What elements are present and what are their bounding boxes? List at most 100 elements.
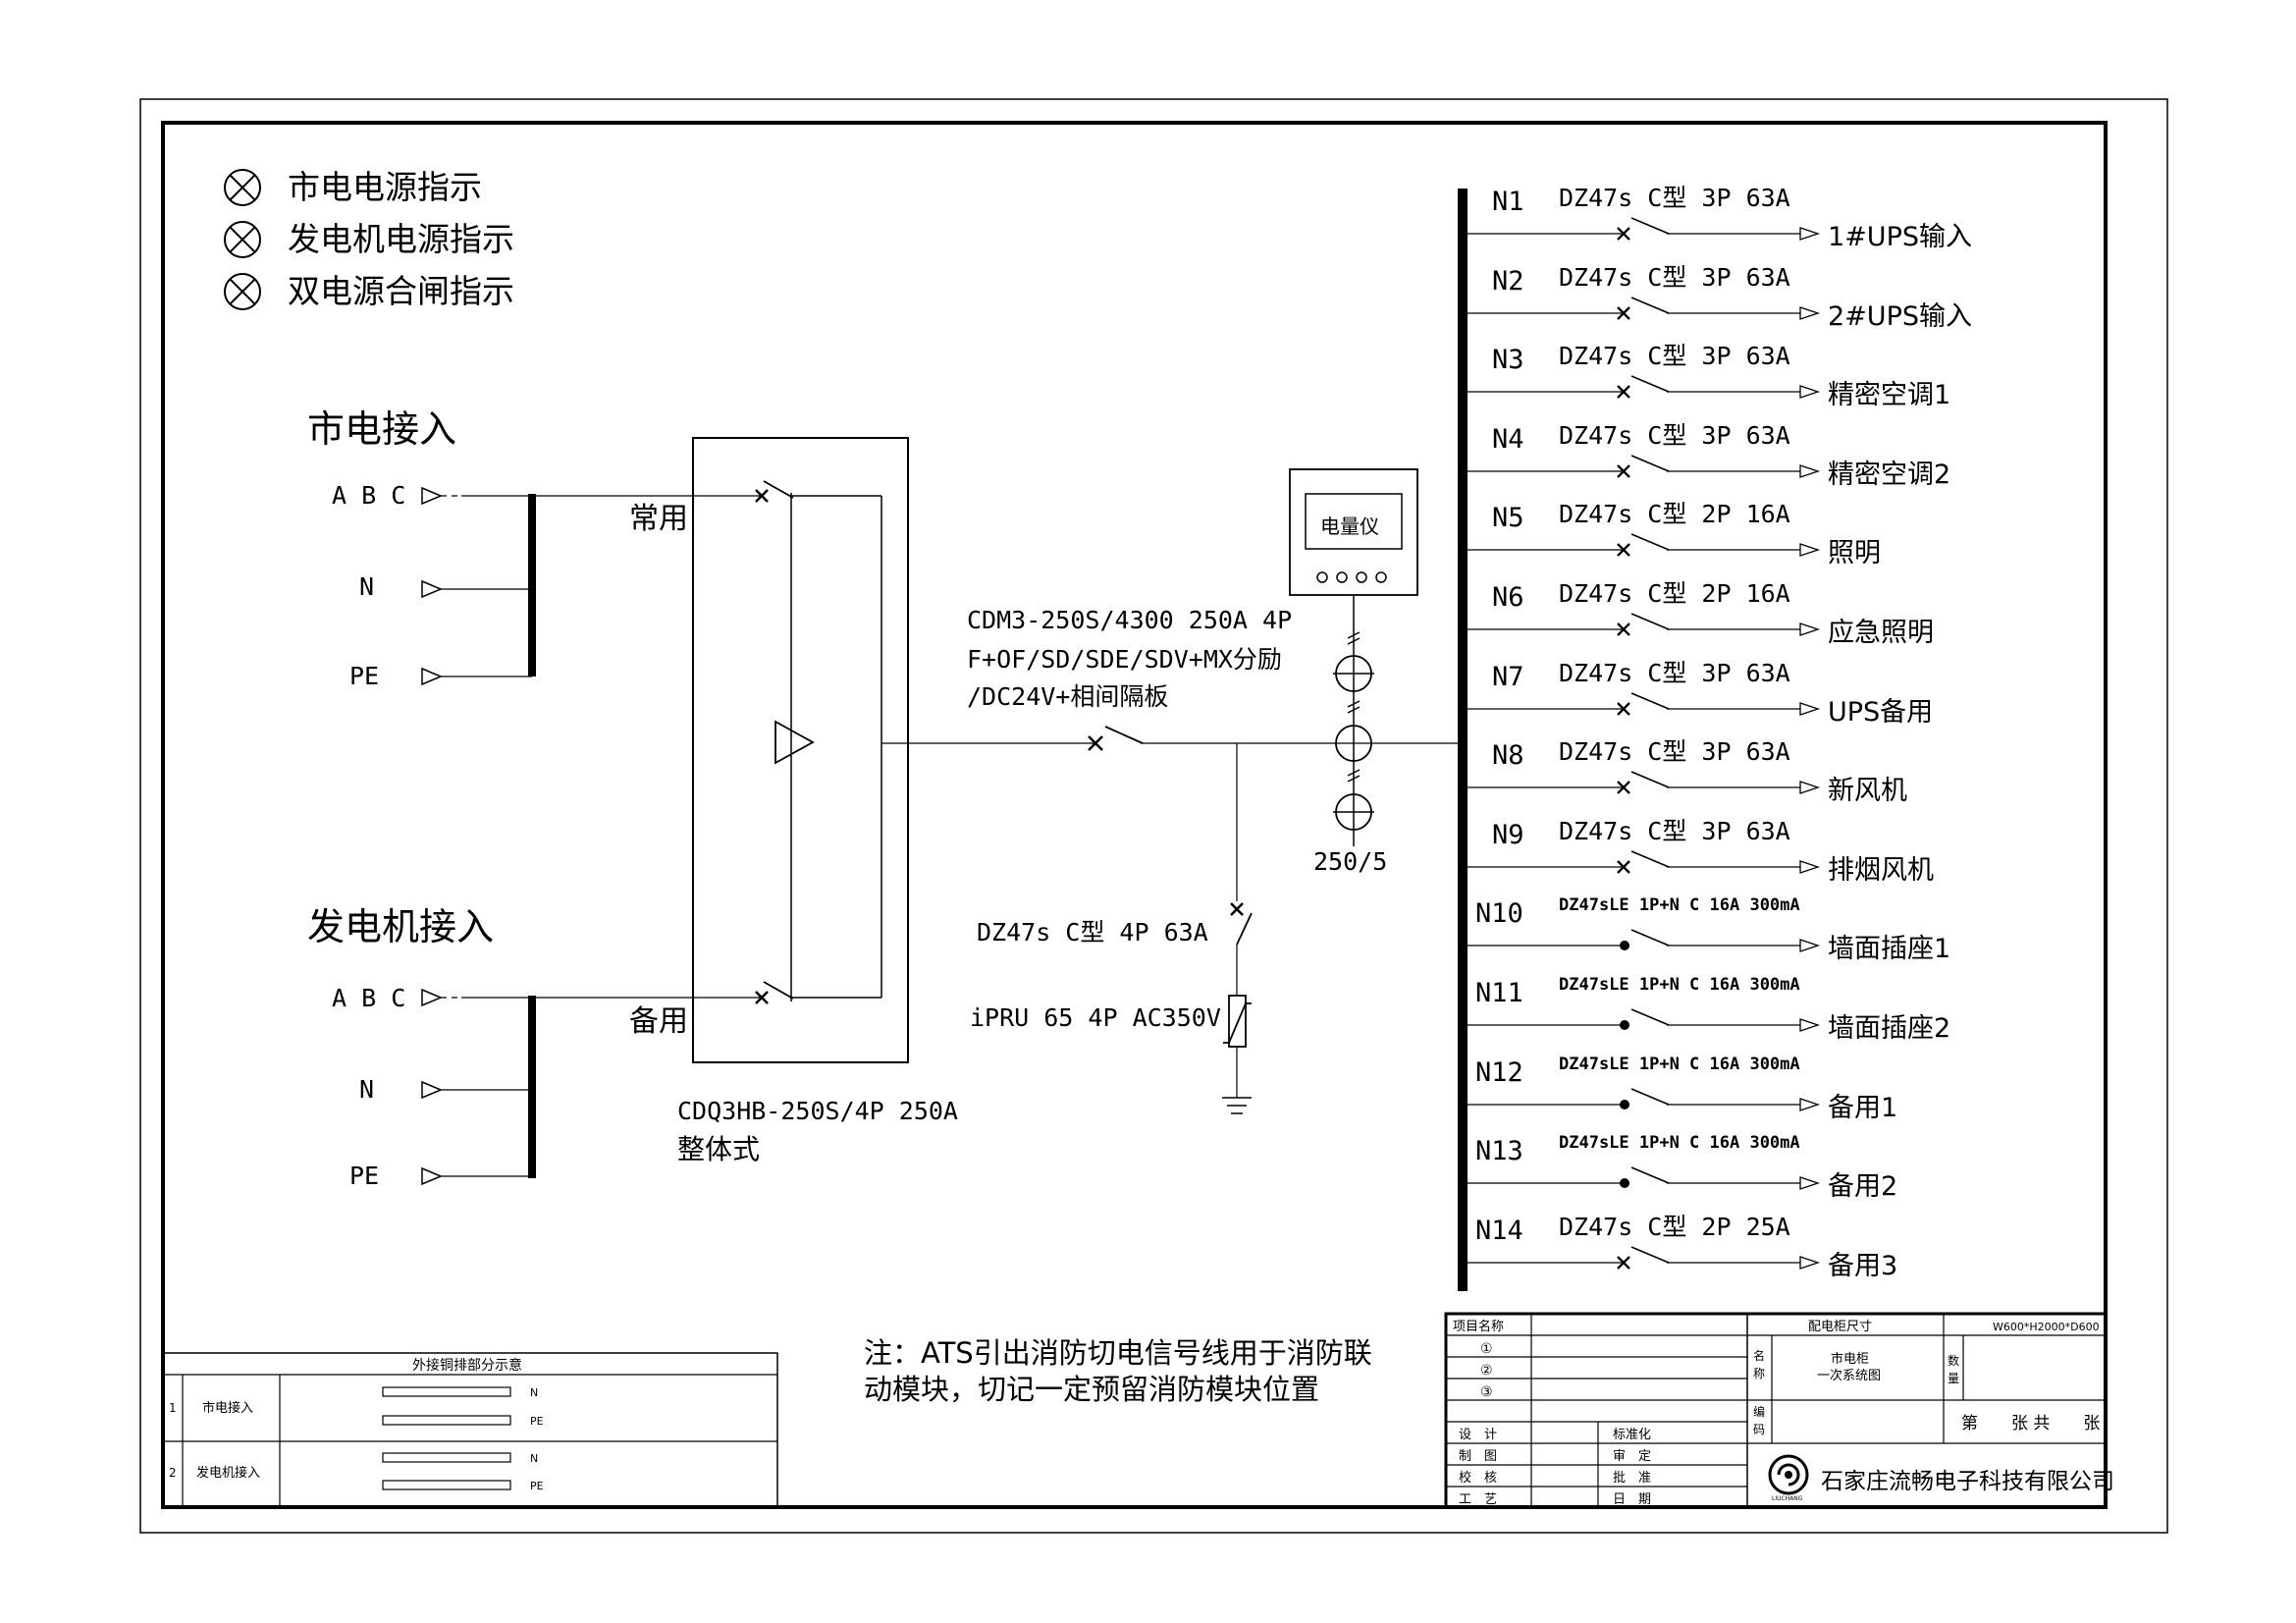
role-label: 批 准: [1613, 1471, 1651, 1486]
outlet-arrow-icon: [1799, 1098, 1821, 1111]
ats-switch: CDQ3HB-250S/4P 250A 整体式: [677, 437, 958, 1165]
indicator-lamp-icon: [224, 273, 261, 310]
circuit-number: N4: [1492, 424, 1524, 455]
indicator-lamp-icon: [224, 169, 261, 206]
power-meter: 电量仪 250/5: [1289, 468, 1418, 876]
breaker-x-icon: [1617, 702, 1630, 716]
main-breaker-accessory: F+OF/SD/SDE/SDV+MX分励: [967, 645, 1282, 674]
project-name-label: 项目名称: [1453, 1319, 1504, 1334]
circuit-number: N12: [1475, 1057, 1523, 1088]
circuit-breaker-spec: DZ47s C型 2P 25A: [1559, 1213, 1790, 1241]
circuit-load: UPS备用: [1828, 697, 1933, 728]
circuit-number: N8: [1492, 740, 1524, 771]
circuit-row: N4 DZ47s C型 3P 63A 精密空调2: [1463, 421, 1950, 490]
code-label: 编: [1753, 1404, 1765, 1419]
outlet-arrow-icon: [1799, 385, 1821, 399]
circuit-breaker-spec: DZ47sLE 1P+N C 16A 300mA: [1559, 895, 1800, 915]
busbar-table: 外接铜排部分示意 1 市电接入 N PE 2 发电机接入 N PE: [162, 1352, 778, 1508]
circuit-load: 照明: [1828, 538, 1881, 568]
circuit-number: N11: [1475, 978, 1523, 1008]
phase-label: A B C: [332, 984, 405, 1012]
circuit-breaker-spec: DZ47s C型 3P 63A: [1559, 421, 1790, 450]
circuit-breaker-spec: DZ47sLE 1P+N C 16A 300mA: [1559, 1133, 1800, 1153]
circuit-breaker-spec: DZ47s C型 2P 16A: [1559, 500, 1790, 528]
circuit-load: 墙面插座1: [1828, 934, 1950, 964]
circuit-number: N9: [1492, 820, 1524, 850]
circuit-load: 备用1: [1828, 1093, 1897, 1123]
circuit-number: N10: [1475, 898, 1523, 929]
revision-mark: ③: [1480, 1384, 1493, 1400]
circuit-row: N11 DZ47sLE 1P+N C 16A 300mA 墙面插座2: [1463, 975, 1950, 1044]
circuit-number: N6: [1492, 582, 1524, 613]
role-label: 标准化: [1613, 1428, 1651, 1442]
busbar-row-name: 发电机接入: [196, 1465, 260, 1481]
rcbo-breaker-icon: [1620, 941, 1629, 950]
main-breaker-model: CDM3-250S/4300 250A 4P: [967, 606, 1292, 634]
name-label: 称: [1753, 1367, 1765, 1380]
indicator-label: 市电电源指示: [288, 168, 482, 206]
circuit-load: 备用3: [1828, 1251, 1897, 1281]
company-name: 石家庄流畅电子科技有限公司: [1821, 1469, 2114, 1494]
outlet-arrow-icon: [1799, 860, 1821, 874]
busbar-label: PE: [530, 1415, 544, 1428]
outer-frame: [139, 98, 2168, 1534]
breaker-x-icon: [1617, 306, 1630, 320]
indicator-lamp-icon: [224, 221, 261, 258]
breaker-x-icon: [1617, 543, 1630, 557]
outlet-arrow-icon: [1799, 781, 1821, 794]
circuit-breaker-spec: DZ47sLE 1P+N C 16A 300mA: [1559, 975, 1800, 995]
spd-device-spec: iPRU 65 4P AC350V: [970, 1003, 1221, 1032]
circuit-breaker-spec: DZ47s C型 3P 63A: [1559, 263, 1790, 292]
current-transformer-icon: [1333, 793, 1374, 831]
quantity-label: 量: [1948, 1372, 1959, 1385]
breaker-x-icon: [1617, 860, 1630, 874]
outlet-arrow-icon: [1799, 543, 1821, 557]
circuit-breaker-spec: DZ47sLE 1P+N C 16A 300mA: [1559, 1055, 1800, 1074]
circuit-breaker-spec: DZ47s C型 3P 63A: [1559, 184, 1790, 212]
role-label: 设 计: [1459, 1428, 1497, 1442]
outlet-arrow-icon: [1799, 939, 1821, 952]
ats-triangle-icon: [774, 720, 815, 765]
circuit-load: 精密空调2: [1828, 460, 1950, 490]
quantity-label: 数: [1948, 1353, 1959, 1368]
outlet-arrow-icon: [1799, 1176, 1821, 1190]
circuit-number: N7: [1492, 662, 1524, 692]
main-breaker-accessory: /DC24V+相间隔板: [967, 682, 1168, 711]
drawing-name: 市电柜: [1831, 1351, 1869, 1367]
busbar-label: N: [530, 1452, 538, 1465]
rcbo-breaker-icon: [1620, 1178, 1629, 1188]
circuit-number: N2: [1492, 266, 1524, 297]
circuit-breaker-spec: DZ47s C型 3P 63A: [1559, 817, 1790, 845]
outlet-arrow-icon: [1799, 306, 1821, 320]
grid-input-title: 市电接入: [307, 407, 456, 451]
indicator-legend: 市电电源指示 发电机电源指示 双电源合闸指示: [224, 168, 514, 310]
outlet-arrow-icon: [1799, 702, 1821, 716]
circuit-load: 墙面插座2: [1828, 1013, 1950, 1044]
generator-input-title: 发电机接入: [307, 905, 494, 948]
name-label: 名: [1753, 1348, 1765, 1363]
grid-input: 市电接入 A B C N PE 常用: [307, 407, 764, 690]
busbar-label: N: [530, 1386, 538, 1399]
outlet-arrow-icon: [1799, 227, 1821, 241]
phase-label: PE: [349, 662, 379, 690]
circuit-row: N10 DZ47sLE 1P+N C 16A 300mA 墙面插座1: [1463, 895, 1950, 964]
role-label: 工 艺: [1459, 1492, 1497, 1507]
code-label: 码: [1753, 1423, 1765, 1436]
current-transformer-icon: [1335, 725, 1372, 762]
title-block: 项目名称 ① ② ③ 设 计 制 图 校 核 工 艺 标准化 审 定 批 准 日…: [1444, 1312, 2114, 1509]
indicator-label: 双电源合闸指示: [288, 272, 514, 310]
ats-model: CDQ3HB-250S/4P 250A: [677, 1097, 958, 1125]
spd-breaker-spec: DZ47s C型 4P 63A: [977, 918, 1208, 947]
cabinet-size-label: 配电柜尺寸: [1808, 1320, 1872, 1334]
meter-label: 电量仪: [1320, 514, 1379, 538]
normal-supply-label: 常用: [629, 502, 688, 536]
circuit-breaker-spec: DZ47s C型 3P 63A: [1559, 342, 1790, 370]
